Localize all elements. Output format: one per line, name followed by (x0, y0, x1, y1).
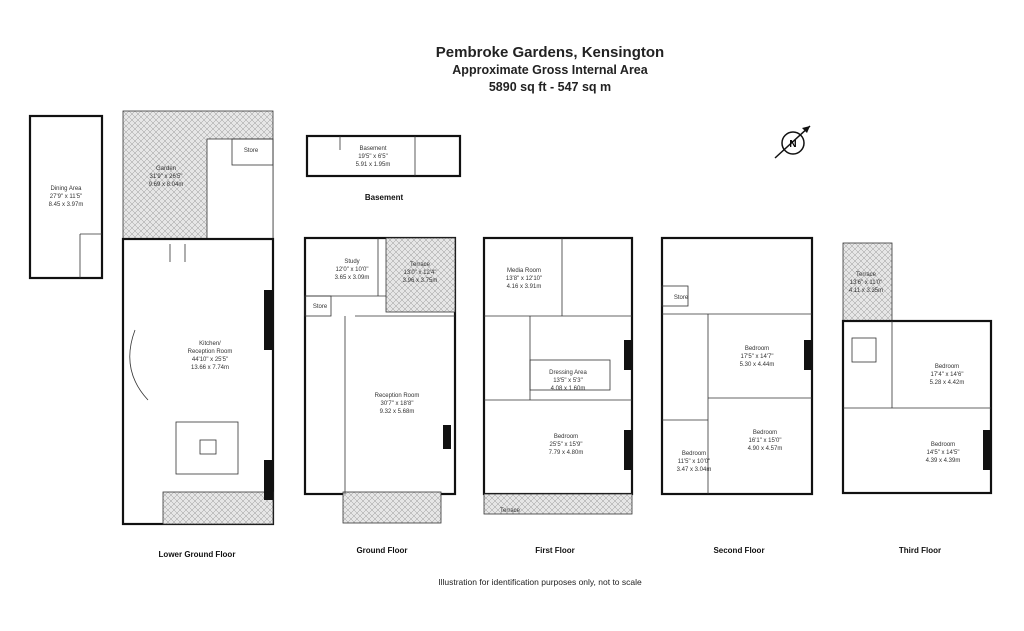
floor-label: Ground Floor (356, 546, 407, 555)
basement-plan: Basement 19'5" x 6'5" 5.91 x 1.95m Basem… (305, 134, 462, 202)
floor-label: First Floor (535, 546, 575, 555)
room-size-metric: 9.32 x 5.68m (380, 409, 415, 415)
lower-ground-floor-plan: Garden 31'9" x 26'5" 9.69 x 8.04m Store … (121, 110, 275, 559)
room-size-metric: 5.28 x 4.42m (930, 380, 965, 386)
plan-subtitle: Approximate Gross Internal Area (452, 63, 648, 77)
room-size-metric: 13.66 x 7.74m (191, 365, 229, 371)
room-name: Dressing Area (549, 370, 587, 376)
floor-label: Basement (365, 193, 404, 202)
room-name: Bedroom (745, 346, 769, 352)
room-name: Study (344, 259, 359, 265)
room-size-imperial: 13'8" x 12'10" (506, 276, 542, 282)
room-size-metric: 3.47 x 3.04m (677, 467, 712, 473)
room-size-imperial: 17'4" x 14'6" (931, 372, 964, 378)
third-floor-plan: Terrace 13'6" x 11'0" 4.11 x 3.35m Bedro… (841, 242, 993, 555)
room-size-metric: 4.90 x 4.57m (748, 446, 783, 452)
room-name: Reception Room (188, 349, 233, 355)
compass-letter: N (789, 139, 796, 150)
room-name: Media Room (507, 268, 541, 274)
room-size-metric: 4.11 x 3.35m (849, 288, 883, 294)
room-name: Bedroom (682, 451, 706, 457)
room-size-imperial: 13'6" x 11'0" (850, 280, 882, 286)
room-name: Store (674, 295, 689, 301)
room-size-metric: 4.16 x 3.91m (507, 284, 542, 290)
room-size-metric: 3.96 x 3.75m (403, 278, 438, 284)
room-name: Terrace (410, 262, 431, 268)
room-size-metric: 4.08 x 1.60m (551, 386, 586, 392)
room-size-imperial: 31'9" x 26'5" (150, 174, 183, 180)
room-name: Bedroom (935, 364, 959, 370)
room-size-metric: 7.79 x 4.80m (549, 450, 584, 456)
second-floor-plan: Store Bedroom 17'5" x 14'7" 5.30 x 4.44m… (660, 236, 814, 555)
room-size-metric: 8.45 x 3.97m (49, 202, 84, 208)
room-size-metric: 5.91 x 1.95m (356, 162, 391, 168)
room-size-imperial: 17'5" x 14'7" (741, 354, 774, 360)
room-name: Garden (156, 166, 176, 172)
room-size-imperial: 27'9" x 11'5" (50, 194, 82, 200)
room-name: Store (244, 148, 259, 154)
room-size-imperial: 13'0" x 12'4" (404, 270, 437, 276)
room-size-imperial: 44'10" x 25'5" (192, 357, 228, 363)
room-size-imperial: 12'0" x 10'0" (336, 267, 369, 273)
room-name: Bedroom (554, 434, 578, 440)
first-floor-plan: Media Room 13'8" x 12'10" 4.16 x 3.91m D… (482, 236, 634, 555)
room-name: Basement (359, 146, 386, 152)
compass-icon: N (774, 125, 811, 159)
room-size-metric: 5.30 x 4.44m (740, 362, 775, 368)
room-name: Bedroom (753, 430, 777, 436)
floor-label: Second Floor (713, 546, 764, 555)
disclaimer: Illustration for identification purposes… (438, 577, 642, 587)
room-size-imperial: 11'5" x 10'0" (678, 459, 710, 465)
room-size-imperial: 19'5" x 6'5" (358, 154, 388, 160)
room-name: Reception Room (375, 393, 420, 399)
ground-floor-plan: Study 12'0" x 10'0" 3.65 x 3.09m Terrace… (303, 236, 457, 555)
room-name: Dining Area (50, 186, 82, 192)
room-size-metric: 9.69 x 8.04m (149, 182, 184, 188)
room-size-imperial: 25'5" x 15'9" (550, 442, 583, 448)
room-name: Store (313, 304, 328, 310)
room-size-imperial: 16'1" x 15'0" (749, 438, 782, 444)
room-name: Terrace (856, 272, 877, 278)
room-name: Terrace (500, 508, 521, 514)
room-name: Kitchen/ (199, 341, 221, 347)
room-size-imperial: 13'5" x 5'3" (553, 378, 583, 384)
plan-area: 5890 sq ft - 547 sq m (488, 80, 612, 94)
dining-area-plan: Dining Area 27'9" x 11'5" 8.45 x 3.97m (28, 114, 104, 280)
room-name: Bedroom (931, 442, 955, 448)
room-size-imperial: 14'5" x 14'5" (927, 450, 960, 456)
room-size-imperial: 30'7" x 18'8" (381, 401, 414, 407)
plan-title: Pembroke Gardens, Kensington (435, 44, 665, 61)
floor-label: Third Floor (899, 546, 941, 555)
floor-label: Lower Ground Floor (159, 550, 236, 559)
room-size-metric: 3.65 x 3.09m (335, 275, 370, 281)
room-size-metric: 4.39 x 4.39m (926, 458, 961, 464)
